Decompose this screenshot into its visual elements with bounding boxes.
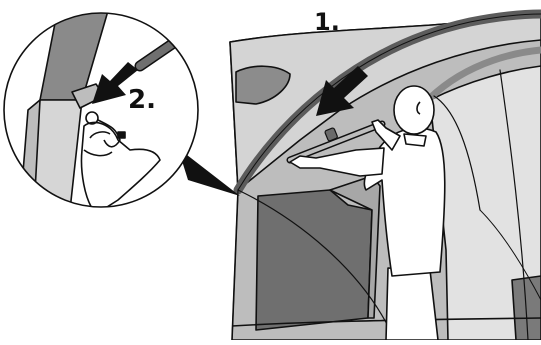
person-raised-arm — [371, 119, 401, 151]
loose-pole — [286, 120, 386, 164]
person-arm — [289, 147, 385, 177]
step-1-label: 1. — [314, 8, 340, 36]
person-legs — [385, 267, 439, 341]
arrow-down-left-icon — [316, 66, 368, 116]
tent-roof — [229, 13, 541, 191]
detail-inset — [3, 12, 199, 208]
person-head — [393, 85, 435, 135]
detail-arrow-down-left-icon — [92, 62, 138, 104]
second-pole-arch — [426, 46, 541, 102]
tent-poles — [231, 9, 541, 341]
detail-callout-pointer — [178, 148, 240, 196]
detail-hand — [80, 121, 161, 207]
person — [289, 85, 446, 341]
tent-doorway — [255, 189, 373, 331]
tent-window — [235, 65, 291, 105]
step-2-label: 2. — [128, 85, 156, 115]
